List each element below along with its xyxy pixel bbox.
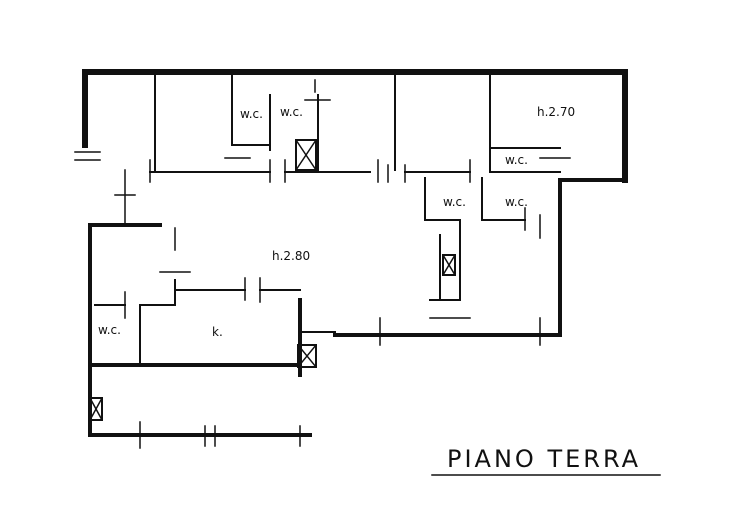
label-wc-6: w.c.: [98, 323, 121, 337]
door-marks: [74, 79, 571, 449]
label-wc-1: w.c.: [240, 107, 263, 121]
label-height-corner: h.2.70: [537, 105, 575, 119]
label-wc-2: w.c.: [280, 105, 303, 119]
outer-walls: [82, 69, 628, 437]
right-bathroom-walls: [424, 177, 526, 301]
shaft-marks: [88, 138, 457, 422]
label-wc-5: w.c.: [505, 195, 528, 209]
label-wc-3: w.c.: [505, 153, 528, 167]
label-kitchen: k.: [212, 325, 223, 339]
plan-title: PIANO TERRA: [447, 445, 641, 473]
upper-room-walls: [149, 71, 561, 173]
label-height-main: h.2.80: [272, 249, 310, 263]
lower-left-room-walls: [94, 279, 336, 366]
label-wc-4: w.c.: [443, 195, 466, 209]
